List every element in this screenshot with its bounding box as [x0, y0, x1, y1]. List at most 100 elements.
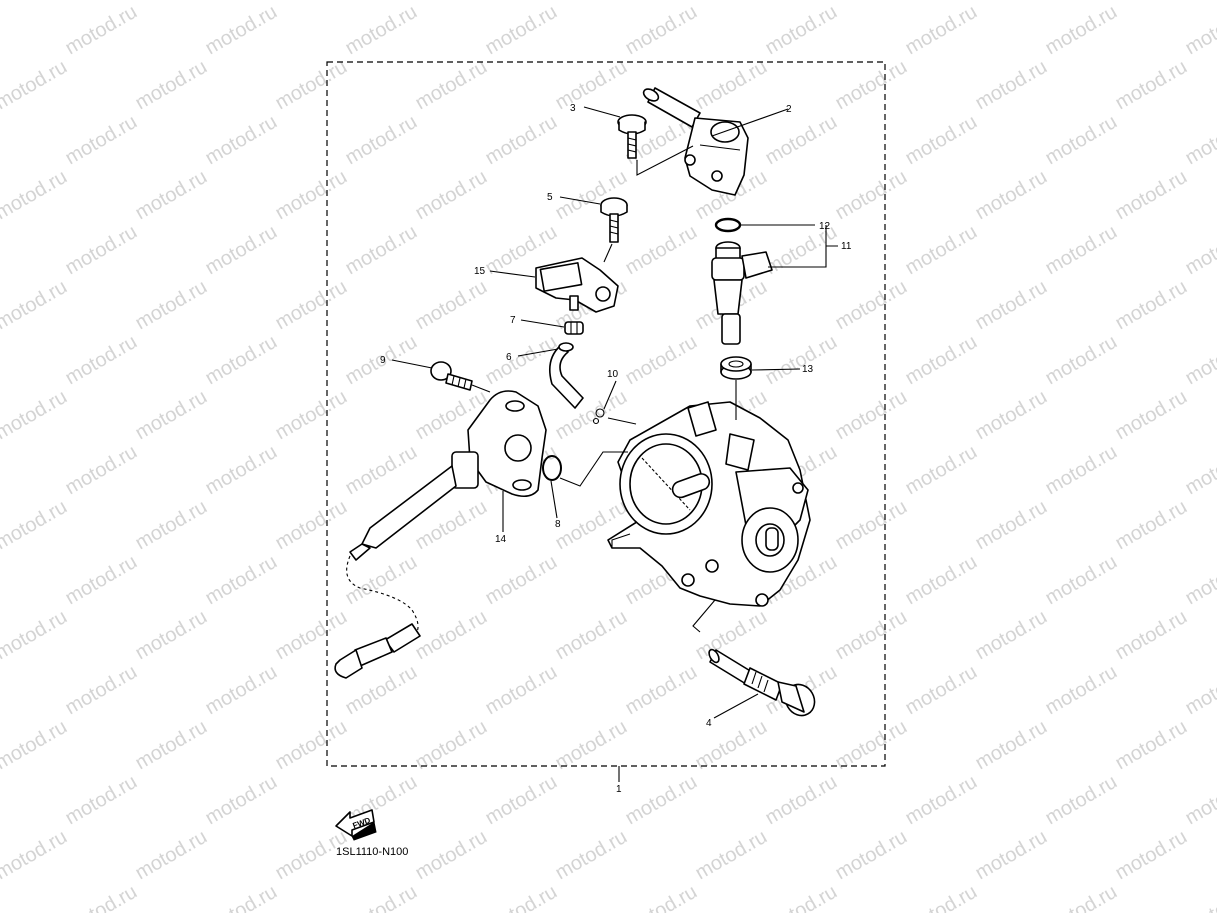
watermark-text: motod.ru	[972, 496, 1051, 555]
watermark-text: motod.ru	[902, 881, 981, 913]
watermark-text: motod.ru	[972, 166, 1051, 225]
watermark-text: motod.ru	[482, 551, 561, 610]
watermark-text: motod.ru	[902, 771, 981, 830]
throttle-body	[607, 401, 811, 607]
watermark-text: motod.ru	[202, 661, 281, 720]
watermark-text: motod.ru	[692, 56, 771, 115]
watermark-text: motod.ru	[272, 716, 351, 775]
watermark-text: motod.ru	[0, 221, 1, 280]
watermark-text: motod.ru	[132, 826, 211, 885]
watermark-text: motod.ru	[272, 0, 351, 4]
watermark-text: motod.ru	[972, 0, 1051, 4]
watermark-text: motod.ru	[0, 276, 71, 335]
watermark-text: motod.ru	[1182, 661, 1217, 720]
callout-12: 12	[819, 221, 831, 232]
watermark-text: motod.ru	[202, 551, 281, 610]
watermark-text: motod.ru	[202, 111, 281, 170]
watermark-text: motod.ru	[832, 166, 911, 225]
watermark-text: motod.ru	[832, 386, 911, 445]
watermark-text: motod.ru	[622, 771, 701, 830]
watermark-text: motod.ru	[272, 606, 351, 665]
watermark-text: motod.ru	[552, 56, 631, 115]
watermark-text: motod.ru	[762, 771, 841, 830]
assembly-boundary	[326, 61, 886, 767]
watermark-text: motod.ru	[62, 771, 141, 830]
watermark-text: motod.ru	[62, 881, 141, 913]
watermark-text: motod.ru	[482, 331, 561, 390]
watermark-text: motod.ru	[762, 1, 841, 60]
watermark-text: motod.ru	[1042, 1, 1121, 60]
watermark-text: motod.ru	[1112, 276, 1191, 335]
watermark-text: motod.ru	[132, 166, 211, 225]
watermark-text: motod.ru	[552, 826, 631, 885]
watermark-text: motod.ru	[62, 221, 141, 280]
watermark-text: motod.ru	[412, 276, 491, 335]
watermark-text: motod.ru	[832, 496, 911, 555]
watermark-text: motod.ru	[202, 881, 281, 913]
watermark-text: motod.ru	[832, 56, 911, 115]
watermark-text: motod.ru	[0, 331, 1, 390]
watermark-text: motod.ru	[692, 826, 771, 885]
watermark-text: motod.ru	[132, 276, 211, 335]
watermark-text: motod.ru	[972, 276, 1051, 335]
watermark-text: motod.ru	[0, 0, 71, 4]
watermark-text: motod.ru	[0, 606, 71, 665]
watermark-text: motod.ru	[0, 826, 71, 885]
watermark-text: motod.ru	[1112, 0, 1191, 4]
watermark-text: motod.ru	[0, 56, 71, 115]
watermark-text: motod.ru	[902, 111, 981, 170]
watermark-text: motod.ru	[0, 441, 1, 500]
part-5-screw	[600, 197, 628, 243]
watermark-text: motod.ru	[0, 551, 1, 610]
watermark-text: motod.ru	[902, 661, 981, 720]
watermark-text: motod.ru	[202, 1, 281, 60]
diagram-code: 1SL1110-N100	[336, 846, 408, 858]
watermark-text: motod.ru	[832, 826, 911, 885]
watermark-text: motod.ru	[272, 386, 351, 445]
callout-7: 7	[510, 315, 516, 326]
watermark-text: motod.ru	[342, 1, 421, 60]
watermark-text: motod.ru	[1182, 771, 1217, 830]
watermark-text: motod.ru	[482, 1, 561, 60]
watermark-text: motod.ru	[1182, 111, 1217, 170]
watermark-text: motod.ru	[1042, 331, 1121, 390]
fwd-arrow-icon: FWD	[335, 809, 377, 841]
watermark-text: motod.ru	[832, 606, 911, 665]
part-10-clip	[592, 408, 605, 425]
watermark-text: motod.ru	[902, 441, 981, 500]
watermark-text: motod.ru	[622, 331, 701, 390]
watermark-text: motod.ru	[622, 881, 701, 913]
watermark-text: motod.ru	[132, 716, 211, 775]
watermark-text: motod.ru	[272, 56, 351, 115]
callout-13: 13	[802, 364, 814, 375]
callout-6: 6	[506, 352, 512, 363]
watermark-text: motod.ru	[832, 0, 911, 4]
part-11-injector	[711, 241, 773, 345]
callout-4: 4	[706, 718, 712, 729]
watermark-text: motod.ru	[0, 881, 1, 913]
watermark-text: motod.ru	[412, 826, 491, 885]
watermark-text: motod.ru	[902, 1, 981, 60]
watermark-text: motod.ru	[132, 386, 211, 445]
watermark-text: motod.ru	[1112, 716, 1191, 775]
watermark-text: motod.ru	[762, 881, 841, 913]
watermark-text: motod.ru	[972, 606, 1051, 665]
part-13-seal	[720, 356, 752, 380]
watermark-text: motod.ru	[1042, 881, 1121, 913]
part-7-clamp	[564, 321, 584, 335]
watermark-text: motod.ru	[62, 551, 141, 610]
callout-5: 5	[547, 192, 553, 203]
callout-1: 1	[616, 784, 622, 795]
callout-9: 9	[380, 355, 386, 366]
watermark-text: motod.ru	[1112, 496, 1191, 555]
watermark-text: motod.ru	[202, 221, 281, 280]
watermark-text: motod.ru	[342, 111, 421, 170]
part-2-fuel-joint	[642, 87, 749, 196]
watermark-text: motod.ru	[412, 56, 491, 115]
callout-11: 11	[841, 241, 852, 252]
watermark-text: motod.ru	[132, 606, 211, 665]
watermark-text: motod.ru	[1182, 551, 1217, 610]
watermark-text: motod.ru	[1112, 56, 1191, 115]
watermark-text: motod.ru	[62, 441, 141, 500]
